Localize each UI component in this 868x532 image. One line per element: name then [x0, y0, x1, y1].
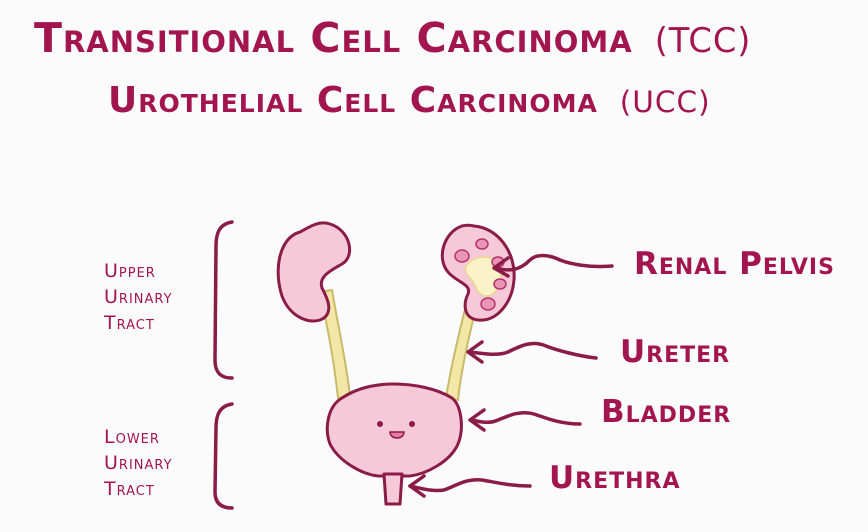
subtitle: Urothelial Cell Carcinoma (UCC) [108, 80, 711, 121]
arrow-ureter [468, 341, 598, 360]
bladder-label: Bladder [601, 394, 732, 430]
lower-label-line-2: Urinary [104, 452, 173, 474]
label-arrows [408, 253, 614, 498]
lower-urinary-tract-label: Lower Urinary Tract [104, 424, 173, 502]
upper-label-line-1: Upper [104, 260, 156, 282]
arrow-bladder-head [468, 408, 486, 432]
arrow-renal-pelvis-head [492, 256, 510, 278]
upper-label-line-2: Urinary [104, 286, 173, 308]
title-tcc-text: Transitional Cell Carcinoma [34, 14, 633, 62]
main-title: Transitional Cell Carcinoma (TCC) [34, 14, 751, 62]
arrow-bladder [470, 410, 582, 426]
left-kidney [276, 221, 352, 323]
renal-pelvis-label: Renal Pelvis [634, 246, 835, 282]
title-ucc-abbr: (UCC) [619, 85, 711, 119]
bladder [325, 382, 463, 478]
lower-label-line-1: Lower [104, 426, 160, 448]
upper-label-line-3: Tract [104, 312, 155, 334]
upper-urinary-tract-label: Upper Urinary Tract [104, 258, 173, 336]
ureter-label: Ureter [620, 334, 731, 370]
arrow-ureter-head [466, 340, 484, 364]
title-ucc-text: Urothelial Cell Carcinoma [108, 80, 598, 121]
upper-tract-bracket [213, 220, 234, 380]
lower-label-line-3: Tract [104, 478, 155, 500]
lower-tract-bracket [213, 402, 234, 510]
bladder-face [377, 421, 415, 439]
urethra [382, 472, 404, 506]
arrow-urethra-head [408, 474, 426, 498]
arrow-renal-pelvis [494, 253, 614, 272]
arrow-urethra [408, 477, 532, 493]
title-tcc-abbr: (TCC) [654, 21, 752, 60]
urethra-label: Urethra [549, 460, 681, 496]
